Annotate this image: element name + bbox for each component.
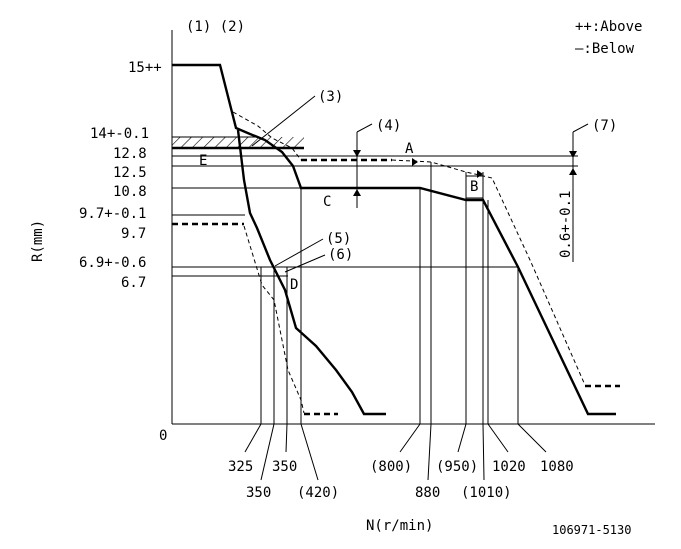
x-tick-leaders — [244, 423, 547, 481]
leader-1080 — [517, 423, 547, 453]
y-tick-12-8: 12.8 — [113, 146, 147, 162]
above-idle-curve — [243, 225, 305, 414]
x-tick-420: (420) — [297, 485, 339, 501]
callout-6: (6) — [328, 247, 353, 263]
leader-420 — [300, 423, 319, 481]
dim-7-leader — [572, 123, 589, 133]
x-tick-950: (950) — [436, 459, 478, 475]
x-tick-800: (800) — [370, 459, 412, 475]
point-b-arrow — [477, 170, 483, 178]
leader-800 — [399, 423, 421, 453]
y-tick-14: 14+-0.1 — [90, 126, 149, 142]
point-b-label: B — [470, 179, 478, 195]
callout-4: (4) — [376, 118, 401, 134]
horizontal-reference-lines — [172, 136, 578, 277]
dim-4-arrow-up — [353, 189, 361, 196]
leader-5 — [274, 238, 324, 267]
leader-880 — [427, 423, 432, 481]
y-tick-12-5: 12.5 — [113, 165, 147, 181]
callout-leaders — [251, 95, 326, 273]
y-tick-9-7-tol: 9.7+-0.1 — [79, 206, 146, 222]
vertical-reference-lines — [260, 162, 519, 424]
axes — [171, 30, 655, 425]
callout-3: (3) — [318, 89, 343, 105]
ref-labels: (1) (2) — [186, 19, 245, 35]
x-axis-label: N(r/min) — [366, 518, 433, 534]
x-tick-350b: 350 — [272, 459, 297, 475]
leader-6 — [284, 254, 326, 273]
main-idle-curve — [236, 129, 386, 416]
y-tick-6-7: 6.7 — [121, 275, 146, 291]
x-tick-1020: 1020 — [492, 459, 526, 475]
point-c-label: C — [323, 194, 331, 210]
above-curve-high-start — [232, 111, 302, 161]
y-tick-10-8: 10.8 — [113, 184, 147, 200]
hatched-stop-band — [172, 137, 304, 150]
leader-350b — [285, 423, 288, 453]
point-a-arrow — [412, 158, 418, 166]
y-tick-6-9-tol: 6.9+-0.6 — [79, 255, 146, 271]
point-a-label: A — [405, 141, 414, 157]
point-e-label: E — [199, 153, 207, 169]
y-tick-9-7: 9.7 — [121, 226, 146, 242]
x-tick-880: 880 — [415, 485, 440, 501]
x-tick-350a: 350 — [246, 485, 271, 501]
x-tick-1080: 1080 — [540, 459, 574, 475]
main-curve — [172, 63, 616, 416]
point-b-box — [465, 175, 484, 199]
leader-1020 — [487, 423, 509, 453]
y-axis-label: R(mm) — [30, 220, 46, 262]
x-tick-1010: (1010) — [461, 485, 512, 501]
leader-950 — [457, 423, 467, 453]
origin-label: 0 — [159, 428, 167, 444]
legend-above: ++:Above — [575, 19, 642, 35]
point-d-label: D — [290, 277, 298, 293]
leader-325 — [244, 423, 262, 453]
dimension-markers — [353, 123, 589, 262]
x-tick-325: 325 — [228, 459, 253, 475]
y-tick-15: 15++ — [128, 60, 162, 76]
main-full-load-curve — [172, 63, 616, 416]
leader-3 — [251, 95, 316, 147]
dimension-tolerance-text: 0.6+-0.1 — [558, 191, 574, 258]
leader-1010 — [482, 423, 485, 481]
above-curves — [172, 111, 620, 416]
dim-7-arrow-up — [569, 168, 577, 175]
dim-4-arrow-down — [353, 150, 361, 157]
dim-4-leader — [356, 123, 373, 133]
legend-below: —:Below — [575, 41, 635, 57]
leader-350a — [260, 423, 275, 481]
hatch-fill — [172, 137, 304, 148]
callout-7: (7) — [592, 118, 617, 134]
diagram-code: 106971-5130 — [552, 523, 631, 537]
callout-5: (5) — [326, 231, 351, 247]
dim-7-arrow-down — [569, 151, 577, 158]
